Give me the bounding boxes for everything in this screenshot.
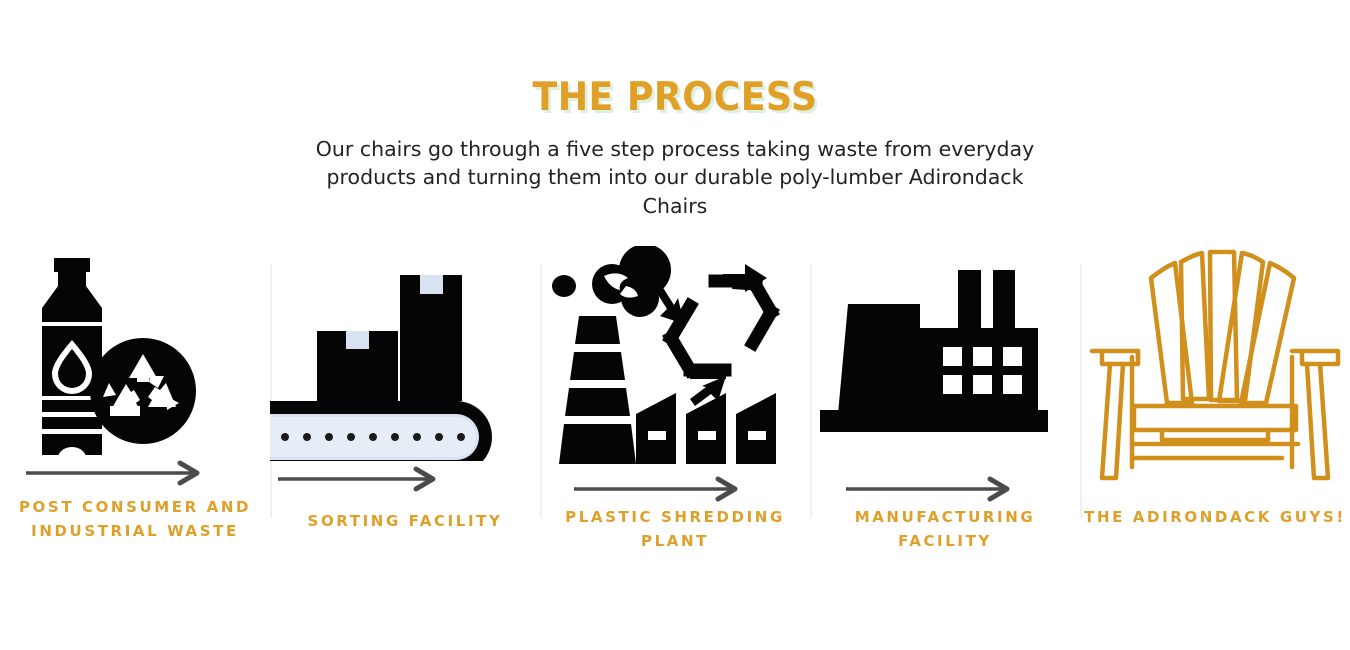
process-step-manufacturing-facility: MANUFACTURING FACILITY xyxy=(810,248,1080,588)
plant-buildings xyxy=(636,393,776,464)
process-step-label-1: POST CONSUMER AND INDUSTRIAL WASTE xyxy=(18,498,252,540)
factory-windows xyxy=(943,347,1022,394)
recycle-symbol-icon xyxy=(662,272,780,379)
factory-chimney-left xyxy=(958,270,981,332)
conveyor-belt-icon xyxy=(270,256,540,461)
step-arrow-3 xyxy=(540,476,810,502)
process-step-label-2: SORTING FACILITY xyxy=(307,512,503,530)
process-step-label-4: MANUFACTURING FACILITY xyxy=(854,508,1036,550)
step-arrow-1 xyxy=(0,460,270,486)
chair-seat-front xyxy=(1159,427,1271,443)
page-header: THE PROCESS Our chairs go through a five… xyxy=(0,0,1350,220)
smoke-dot xyxy=(552,275,576,297)
plant-windows xyxy=(648,431,766,440)
chair-arm-left xyxy=(1089,348,1141,367)
process-step-label-5: THE ADIRONDACK GUYS! xyxy=(1084,508,1346,526)
process-step-sorting-facility: SORTING FACILITY xyxy=(270,248,540,588)
chair-leg-rear-right xyxy=(1304,361,1331,481)
chair-leg-rear-left xyxy=(1099,361,1126,481)
chair-arm-right xyxy=(1289,348,1341,367)
process-step-label-3: PLASTIC SHREDDING PLANT xyxy=(565,508,785,550)
factory-chimney-right xyxy=(993,270,1015,332)
factory-icon xyxy=(810,258,1080,463)
step-arrow-4 xyxy=(810,476,1080,502)
conveyor-boxes xyxy=(317,275,462,401)
process-step-adirondack-guys: THE ADIRONDACK GUYS! xyxy=(1080,248,1350,588)
adirondack-chair-icon xyxy=(1080,246,1350,481)
process-step-plastic-shredding-plant: PLASTIC SHREDDING PLANT xyxy=(540,246,810,588)
chair-back-slats xyxy=(1148,249,1297,406)
factory-roof-block xyxy=(838,304,920,414)
recycle-badge-circle xyxy=(90,338,196,444)
factory-main-block xyxy=(918,328,1038,414)
conveyor-belt-body xyxy=(270,401,492,461)
bottle-recycle-icon xyxy=(0,250,270,455)
recycle-arrow-heads xyxy=(655,264,767,406)
recycle-symbol-icon xyxy=(103,354,179,416)
factory-base xyxy=(820,410,1048,432)
page-subtitle: Our chairs go through a five step proces… xyxy=(315,136,1035,218)
smoke-cloud xyxy=(592,246,671,317)
smokestack-recycle-icon xyxy=(540,246,810,464)
page-title: THE PROCESS xyxy=(532,75,818,120)
smokestack xyxy=(559,316,636,464)
process-steps-row: POST CONSUMER AND INDUSTRIAL WASTE xyxy=(0,246,1350,588)
conveyor-rollers xyxy=(281,433,465,441)
step-arrow-2 xyxy=(270,466,540,492)
process-step-post-consumer-waste: POST CONSUMER AND INDUSTRIAL WASTE xyxy=(0,248,270,588)
chair-seat-rail xyxy=(1131,403,1299,433)
